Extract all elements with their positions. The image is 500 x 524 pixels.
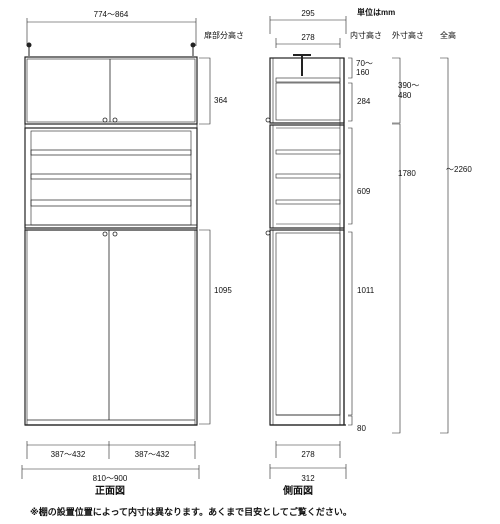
side-inner-depth-top: 278 bbox=[301, 33, 315, 42]
side-outer-depth-top: 295 bbox=[301, 9, 315, 18]
side-inner-top-gap-value: 70～160 bbox=[356, 59, 373, 77]
side-inner-base: 80 bbox=[357, 424, 366, 433]
side-knobs bbox=[265, 117, 271, 236]
side-total-height: ～2260 bbox=[446, 165, 472, 174]
side-inner-middle: 609 bbox=[357, 187, 371, 196]
front-door-width-left: 387～432 bbox=[51, 450, 86, 459]
side-upper-body bbox=[269, 57, 345, 124]
side-view bbox=[269, 16, 449, 479]
side-lower-body bbox=[269, 229, 345, 426]
open-shelf-section bbox=[24, 127, 198, 229]
front-overall-width: 810～900 bbox=[93, 474, 128, 483]
unit-label: 単位はmm bbox=[357, 7, 395, 17]
lower-cabinet bbox=[24, 229, 198, 426]
header-crown-height: 扉部分高さ bbox=[204, 30, 244, 40]
side-outer-upper: 390～480 bbox=[398, 81, 419, 100]
door-knobs bbox=[102, 117, 118, 237]
front-lower-height: 1095 bbox=[214, 286, 232, 295]
upper-cabinet bbox=[24, 56, 198, 125]
header-outer-height: 外寸高さ bbox=[392, 30, 424, 40]
side-middle-body bbox=[269, 124, 345, 229]
side-inner-upper: 284 bbox=[357, 97, 371, 106]
side-outer-lower: 1780 bbox=[398, 169, 416, 178]
front-top-width: 774～864 bbox=[94, 10, 129, 19]
front-view bbox=[21, 18, 211, 479]
side-inner-depth-bottom: 278 bbox=[301, 450, 315, 459]
header-total-height: 全高 bbox=[440, 30, 456, 40]
side-caption: 側面図 bbox=[282, 484, 313, 497]
front-door-width-right: 387～432 bbox=[135, 450, 170, 459]
header-inner-height: 内寸高さ bbox=[350, 30, 382, 40]
side-inner-top-gap: 70～160 bbox=[356, 59, 373, 77]
front-caption: 正面図 bbox=[95, 485, 125, 497]
side-outer-depth-bottom: 312 bbox=[301, 474, 315, 483]
footnote: ※棚の設置位置によって内寸は異なります。あくまで目安としてご覧ください。 bbox=[30, 506, 352, 517]
side-inner-lower: 1011 bbox=[357, 286, 375, 295]
front-upper-height: 364 bbox=[214, 96, 228, 105]
